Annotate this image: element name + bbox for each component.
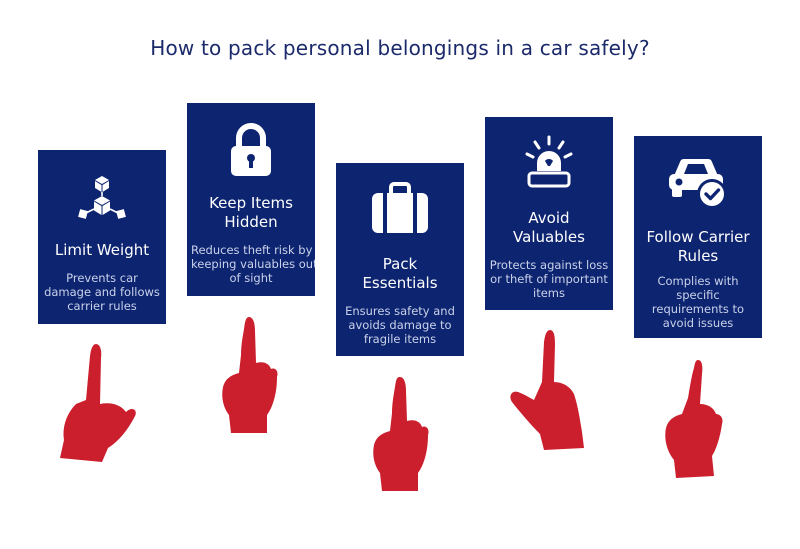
card-heading: Avoid Valuables: [513, 209, 585, 246]
card-follow-carrier-rules: Follow Carrier Rules Complies with speci…: [634, 136, 762, 338]
pointing-hand-icon: [222, 317, 278, 433]
page-title: How to pack personal belongings in a car…: [150, 36, 650, 60]
card-pack-essentials: Pack Essentials Ensures safety and avoid…: [336, 163, 464, 356]
pointing-hand-icon: [665, 360, 723, 478]
car-check-icon: [634, 150, 762, 210]
pointing-hand-icon: [373, 377, 429, 491]
padlock-icon: [187, 121, 315, 179]
card-limit-weight: Limit Weight Prevents car damage and fol…: [38, 150, 166, 324]
card-description: Ensures safety and avoids damage to frag…: [345, 304, 455, 346]
card-description: Protects against loss or theft of import…: [489, 258, 609, 300]
card-heading: Limit Weight: [54, 241, 150, 259]
suitcase-icon: [336, 181, 464, 235]
card-keep-items-hidden: Keep Items Hidden Reduces theft risk by …: [187, 103, 315, 296]
pointing-hand-icon: [60, 344, 136, 462]
boxes-network-icon: [38, 172, 166, 226]
card-heading: Follow Carrier Rules: [646, 228, 750, 265]
alarm-light-icon: [485, 135, 613, 191]
card-heading: Pack Essentials: [362, 255, 438, 292]
card-description: Prevents car damage and follows carrier …: [44, 271, 160, 313]
card-description: Complies with specific requirements to a…: [651, 274, 745, 330]
pointing-hand-icon: [510, 330, 584, 450]
card-heading: Keep Items Hidden: [209, 194, 293, 231]
card-avoid-valuables: Avoid Valuables Protects against loss or…: [485, 117, 613, 310]
card-description: Reduces theft risk by keeping valuables …: [191, 243, 315, 285]
